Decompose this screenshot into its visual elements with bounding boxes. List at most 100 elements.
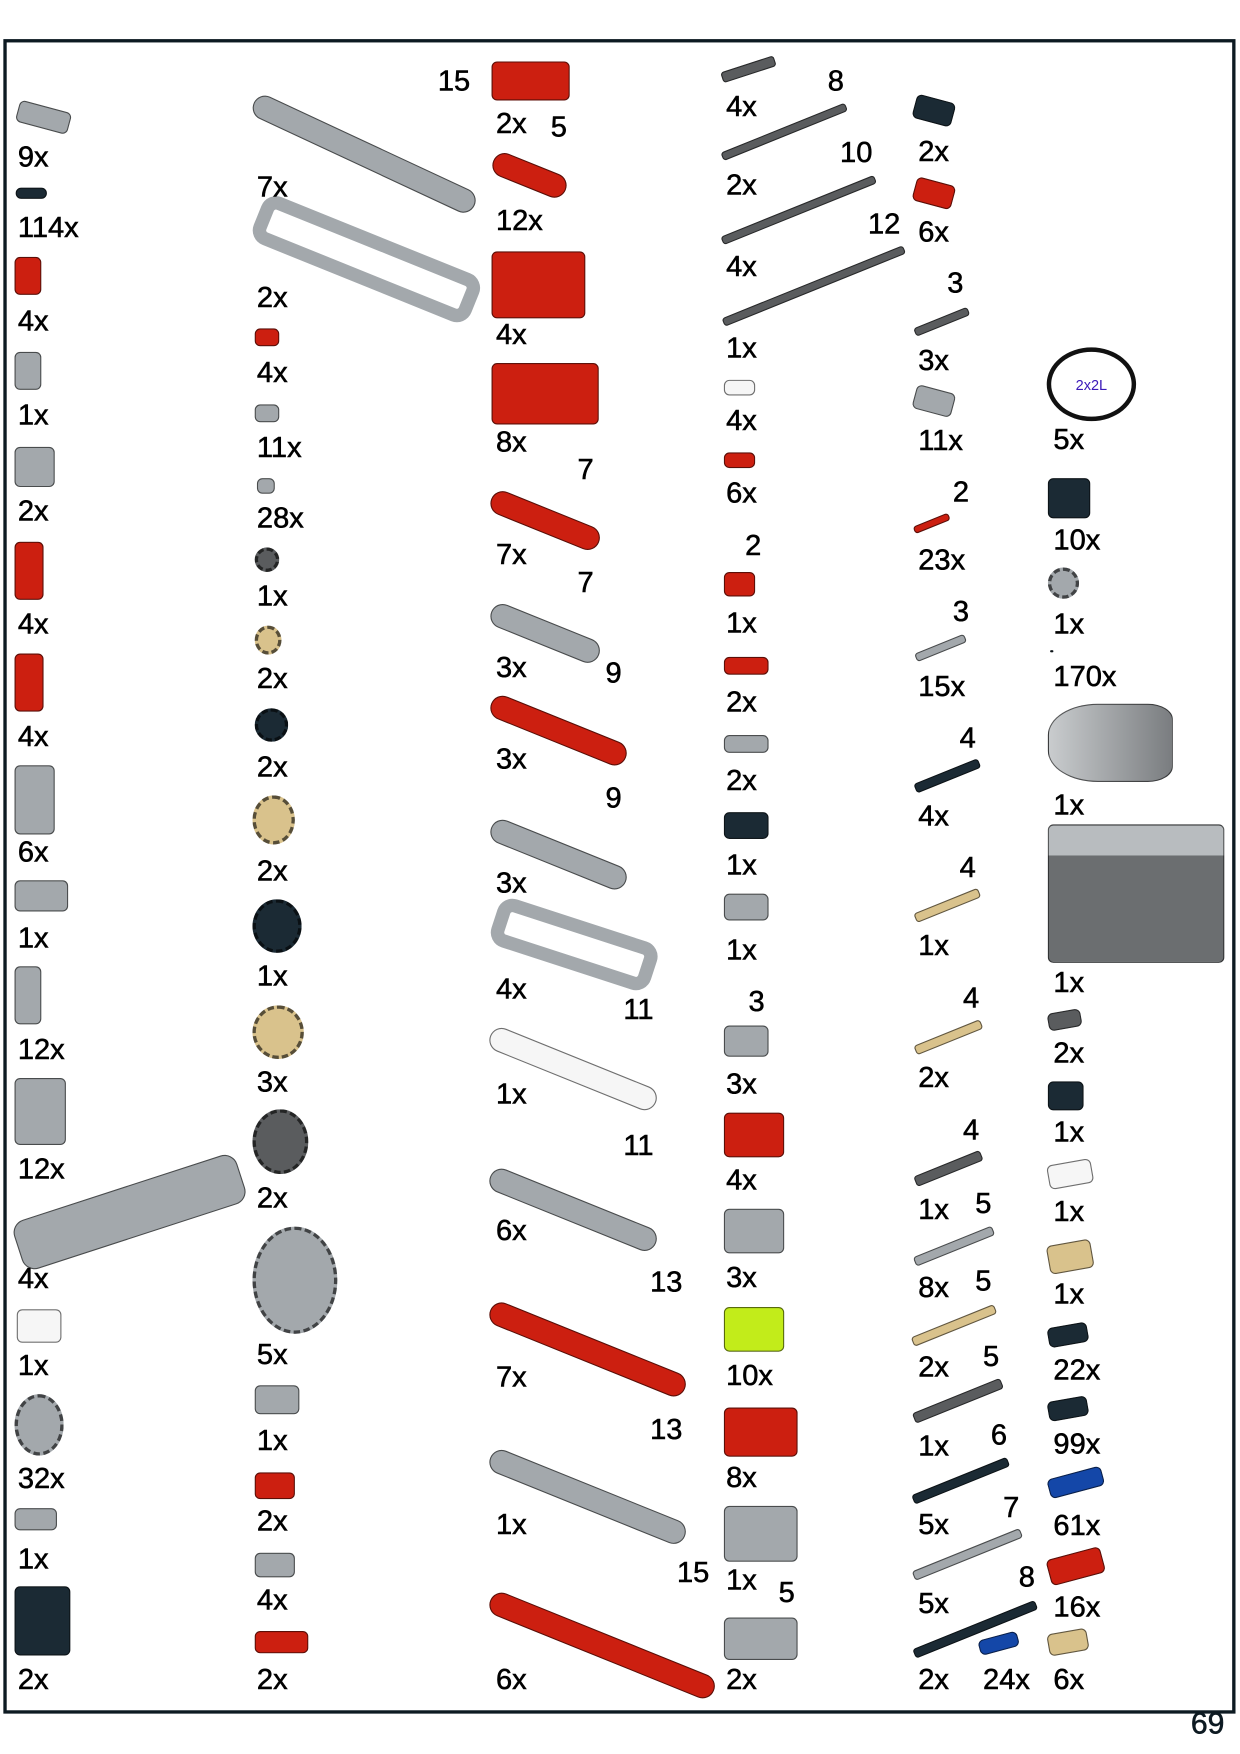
part-count: 6x (1053, 1662, 1085, 1696)
part-count: 2x (1053, 1035, 1085, 1070)
part-count: 4x (495, 317, 527, 351)
part-count: 10x (726, 1358, 773, 1392)
part-count: 2x (256, 749, 288, 784)
part-count: 170x (1053, 659, 1117, 693)
part-count: 8x (726, 1460, 757, 1494)
gear-icon (252, 795, 295, 845)
part-count: 1x (17, 1348, 49, 1382)
motor-icon (1047, 703, 1173, 782)
part-count: 3x (256, 1064, 288, 1099)
part-count: 1x (918, 1428, 949, 1463)
part-count: 3x (495, 741, 527, 776)
part-count: 7x (256, 169, 288, 204)
worm-icon (254, 1385, 300, 1415)
steering-arm-icon (723, 893, 769, 921)
connector-icon (254, 1552, 295, 1578)
part-count: 5x (1053, 422, 1085, 456)
part-count: 1x (1053, 1276, 1085, 1311)
part-count: 5x (918, 1506, 949, 1541)
part-length: 13 (650, 1412, 683, 1446)
part-length: 11 (623, 1128, 654, 1162)
part-count: 1x (726, 932, 757, 967)
part-count: 1x (918, 928, 949, 962)
part-count: 8x (918, 1270, 949, 1304)
part-count: 2x (256, 1503, 288, 1538)
bush-icon (254, 404, 280, 423)
part-length: 7 (1003, 1490, 1020, 1524)
cross-block-icon (14, 256, 42, 295)
part-count: 4x (726, 1162, 757, 1197)
part-length: 5 (975, 1186, 992, 1220)
part-count: 11x (918, 423, 963, 457)
part-length: 13 (650, 1264, 683, 1299)
block-icon (1047, 1081, 1084, 1111)
part-length: 5 (778, 1575, 795, 1609)
part-count: 2x (256, 853, 288, 887)
part-count: 1x (726, 1562, 757, 1597)
part-count: 28x (256, 500, 304, 534)
part-count: 15x (918, 669, 966, 703)
part-count: 4x (17, 719, 49, 753)
part-count: 1x (256, 578, 288, 613)
part-count: 2x (495, 106, 527, 140)
l-beam-icon (723, 1307, 785, 1352)
gear-icon (252, 1226, 338, 1334)
part-count: 12x (17, 1032, 65, 1066)
part-count: 2x (256, 1180, 288, 1215)
tread-link-icon (1050, 650, 1054, 653)
part-count: 4x (495, 971, 527, 1006)
part-length: 5 (550, 109, 567, 143)
part-length: 7 (577, 565, 594, 599)
part-count: 2x (918, 1662, 949, 1696)
connector-double-icon (14, 1078, 66, 1146)
part-count: 4x (17, 1261, 49, 1295)
l-beam-icon (491, 363, 599, 425)
part-count: 1x (726, 605, 757, 639)
part-count: 1x (726, 847, 757, 882)
part-count: 2x (256, 1662, 288, 1696)
gear-icon (254, 708, 289, 742)
part-count: 12x (495, 203, 543, 237)
triangle-icon (491, 61, 570, 101)
part-count: 1x (1053, 1194, 1085, 1228)
part-count: 2x (726, 1662, 757, 1696)
part-count: 9x (17, 139, 49, 174)
part-length: 15 (676, 1555, 710, 1589)
part-count: 6x (495, 1213, 527, 1247)
pin-icon (14, 1508, 57, 1531)
part-length: 5 (983, 1339, 1000, 1373)
part-count: 4x (17, 606, 49, 641)
part-length: 2 (952, 474, 970, 509)
part-length: 2 (745, 528, 762, 562)
cross-block-long-icon (14, 966, 42, 1025)
round-brick-icon (1047, 478, 1091, 519)
part-count: 1x (256, 1423, 288, 1457)
cross-block-long-icon (14, 653, 44, 712)
beam-icon (723, 571, 756, 597)
part-count: 16x (1053, 1589, 1101, 1624)
part-count: 1x (1053, 787, 1085, 822)
part-count: 2x (726, 762, 757, 797)
part-count: 1x (17, 397, 49, 432)
part-count: 1x (918, 1191, 949, 1226)
part-count: 1x (17, 1541, 49, 1576)
part-count: 6x (17, 834, 49, 868)
part-count: 1x (1053, 606, 1085, 641)
cross-block-long-icon (14, 541, 44, 600)
part-count: 61x (1053, 1508, 1101, 1542)
part-length: 3 (952, 594, 970, 628)
gear-icon (252, 1005, 304, 1060)
part-count: 3x (918, 342, 949, 377)
part-length: 4 (962, 1112, 980, 1147)
part-count: 2x (726, 167, 757, 202)
wedge-icon (16, 1309, 62, 1343)
part-count: 99x (1053, 1426, 1101, 1461)
part-count: 7x (495, 1359, 527, 1394)
part-count: 1x (726, 330, 757, 365)
beam-icon (723, 1617, 798, 1661)
part-count: 4x (256, 355, 288, 389)
bush-icon (254, 328, 280, 347)
part-count: 4x (17, 303, 49, 338)
steering-arm-icon (723, 812, 769, 839)
